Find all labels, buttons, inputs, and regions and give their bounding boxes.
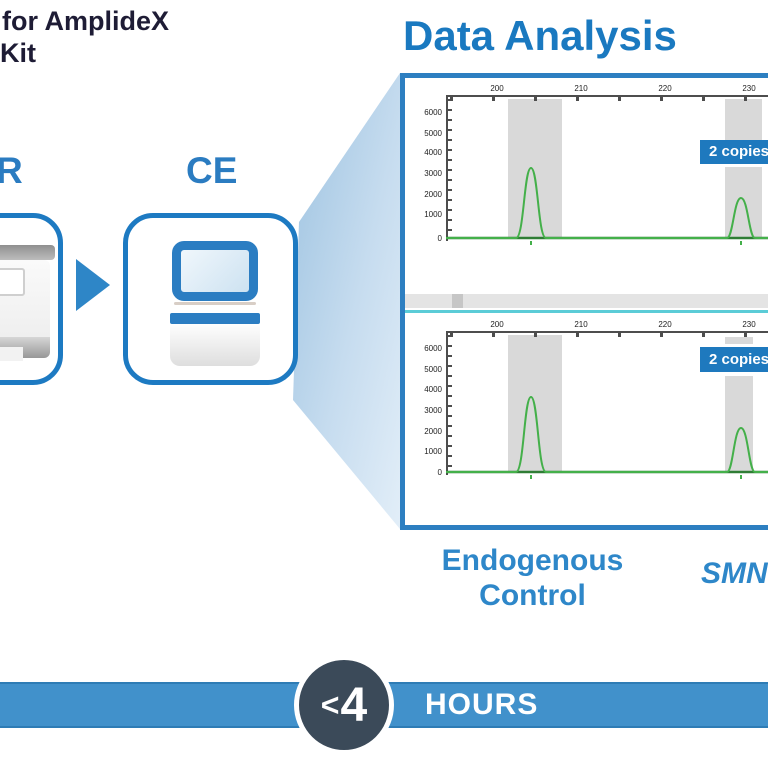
pcr-lid-icon (0, 245, 55, 260)
arrow-right-icon (76, 259, 110, 311)
plot2-ytick-4000: 4000 (424, 385, 442, 394)
plot1-x-axis (446, 95, 768, 97)
endogenous-line1: Endogenous (441, 544, 624, 577)
pcr-foot-icon (0, 347, 23, 361)
hours-label: HOURS (425, 688, 539, 721)
plot1-xtick-220: 220 (658, 84, 672, 93)
scrollbar-track (405, 294, 768, 308)
plot2-band-smn-upper (725, 337, 753, 344)
kit-name-line1: for AmplideX (2, 6, 170, 36)
plot2-x-axis (446, 331, 768, 333)
plot1-ytick-4000: 4000 (424, 148, 442, 157)
plot2-trace (446, 395, 768, 479)
endogenous-line2: Control (479, 579, 586, 612)
endogenous-control-label: Endogenous Control (430, 543, 635, 613)
ce-step-label: CE (186, 150, 238, 191)
plot1-xtick-200: 200 (490, 84, 504, 93)
plot2-copies-badge: 2 copies (700, 347, 768, 372)
plot1-ytick-0: 0 (437, 234, 442, 243)
plot1-ytick-1000: 1000 (424, 210, 442, 219)
plot2-ytick-1000: 1000 (424, 447, 442, 456)
plot2-ytick-2000: 2000 (424, 427, 442, 436)
ce-instrument-icon (123, 213, 298, 385)
hours-circle: < 4 (294, 655, 394, 755)
plot1-ytick-3000: 3000 (424, 169, 442, 178)
plot2-ytick-6000: 6000 (424, 344, 442, 353)
ce-tray-icon (170, 313, 260, 324)
cyan-divider-line (405, 310, 768, 313)
plot2-band-smn-lower (725, 376, 753, 473)
plot2-ytick-3000: 3000 (424, 406, 442, 415)
zoom-cone (293, 73, 400, 529)
plot1-band-control (508, 99, 562, 239)
plot1-y-ticks (448, 99, 452, 239)
data-analysis-title: Data Analysis (403, 12, 677, 59)
plot1-ytick-6000: 6000 (424, 108, 442, 117)
less-than-sign: < (320, 686, 340, 723)
plot1-ytick-2000: 2000 (424, 190, 442, 199)
plot1-xtick-230: 230 (742, 84, 756, 93)
plot1-x-ticks (450, 97, 768, 101)
plot1-ytick-5000: 5000 (424, 129, 442, 138)
plot1-xtick-210: 210 (574, 84, 588, 93)
plot2-xtick-230: 230 (742, 320, 756, 329)
plot2-y-axis (446, 331, 448, 475)
plot1-band-smn-upper (725, 99, 762, 140)
pcr-instrument-icon (0, 213, 63, 385)
plot2-ytick-0: 0 (437, 468, 442, 477)
ce-screen-icon (172, 241, 258, 301)
plot1-y-axis (446, 95, 448, 241)
smn-label: SMN (701, 557, 768, 590)
ce-base-icon (170, 324, 260, 366)
scrollbar-thumb (452, 294, 463, 308)
plot2-xtick-210: 210 (574, 320, 588, 329)
plot2-ytick-5000: 5000 (424, 365, 442, 374)
hours-number: 4 (340, 678, 368, 732)
kit-name-line2: Kit (0, 38, 36, 68)
plot2-y-ticks (448, 335, 452, 473)
ce-screen-shadow (174, 302, 256, 305)
plot2-xtick-220: 220 (658, 320, 672, 329)
pcr-step-label: R (0, 150, 23, 191)
pcr-display-icon (0, 268, 25, 296)
plot1-trace (446, 166, 768, 245)
plot2-x-ticks (450, 333, 768, 337)
plot2-xtick-200: 200 (490, 320, 504, 329)
plot1-copies-badge: 2 copies (700, 140, 768, 164)
